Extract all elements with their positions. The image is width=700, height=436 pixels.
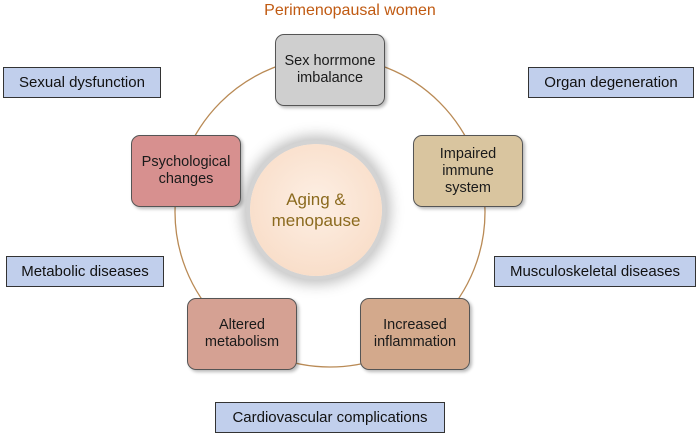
node-label: Impaired immune system	[439, 145, 497, 196]
node-sex-hormone-imbalance: Sex horrmone imbalance	[275, 34, 385, 106]
node-increased-inflammation: Increased inflammation	[360, 298, 470, 370]
center-label: Aging & menopause	[271, 190, 361, 230]
outcome-metabolic-diseases: Metabolic diseases	[6, 256, 164, 287]
diagram-title: Perimenopausal women	[264, 2, 436, 19]
outcome-organ-degeneration: Organ degeneration	[528, 67, 694, 98]
outcome-sexual-dysfunction: Sexual dysfunction	[3, 67, 161, 98]
center-circle: Aging & menopause	[250, 144, 382, 276]
node-label: Altered metabolism	[204, 317, 280, 350]
node-label: Increased inflammation	[373, 317, 457, 350]
node-label: Sex horrmone imbalance	[284, 53, 376, 86]
outcome-cardiovascular-complications: Cardiovascular complications	[215, 402, 445, 433]
outcome-musculoskeletal-diseases: Musculoskeletal diseases	[494, 256, 696, 287]
node-psychological-changes: Psychological changes	[131, 135, 241, 207]
node-impaired-immune-system: Impaired immune system	[413, 135, 523, 207]
node-label: Psychological changes	[141, 154, 231, 187]
node-altered-metabolism: Altered metabolism	[187, 298, 297, 370]
